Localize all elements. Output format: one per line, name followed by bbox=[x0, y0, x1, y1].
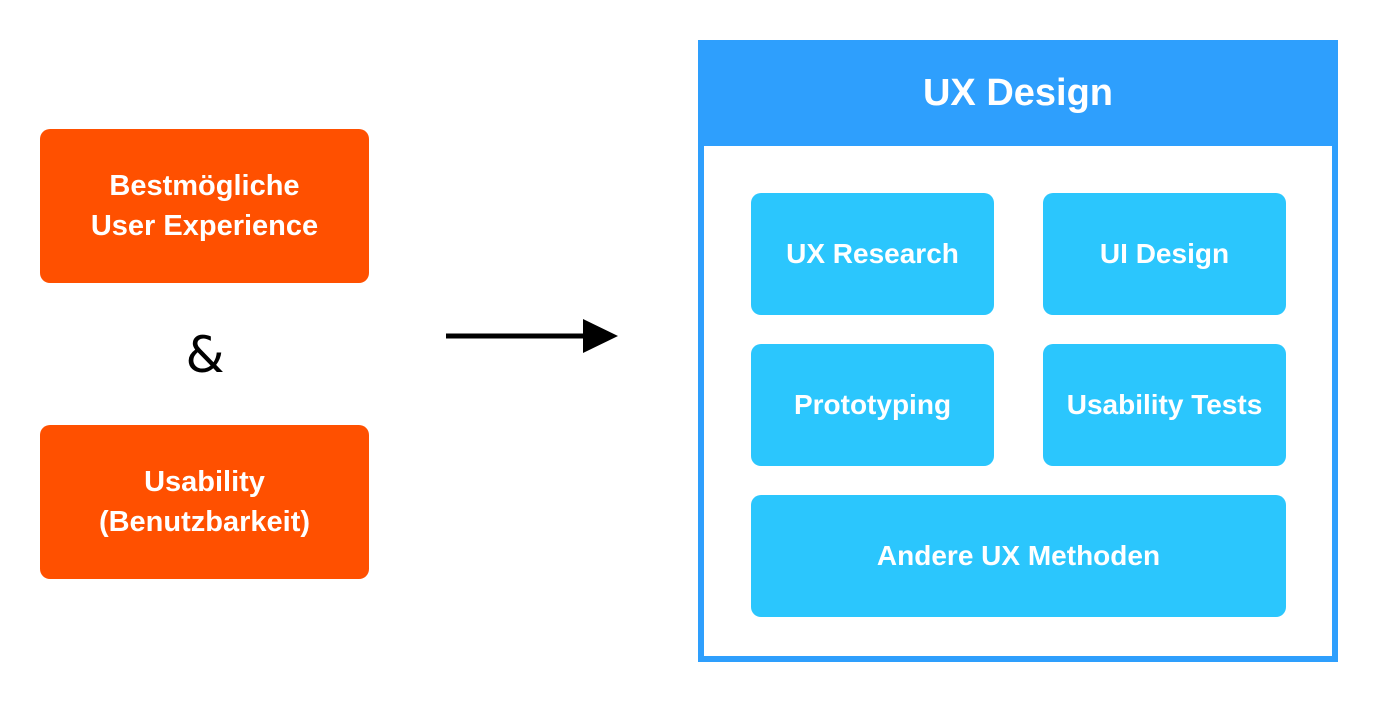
box-line: Bestmögliche bbox=[109, 170, 300, 202]
arrow-head bbox=[583, 319, 618, 353]
box-line: User Experience bbox=[90, 210, 319, 242]
box-line: (Benutzbarkeit) bbox=[98, 506, 311, 538]
usability-box: Usability (Benutzbarkeit) bbox=[40, 425, 369, 579]
ux-design-title: UX Design bbox=[698, 40, 1338, 146]
method-prototyping: Prototyping bbox=[751, 344, 994, 466]
ampersand: & bbox=[185, 326, 225, 384]
method-ux-research: UX Research bbox=[751, 193, 994, 315]
method-usability-tests: Usability Tests bbox=[1043, 344, 1286, 466]
best-user-experience-box: Bestmögliche User Experience bbox=[40, 129, 369, 283]
method-ui-design: UI Design bbox=[1043, 193, 1286, 315]
method-other-ux-methods: Andere UX Methoden bbox=[751, 495, 1286, 617]
box-line: Usability bbox=[144, 466, 265, 498]
right-arrow-icon bbox=[446, 319, 618, 353]
